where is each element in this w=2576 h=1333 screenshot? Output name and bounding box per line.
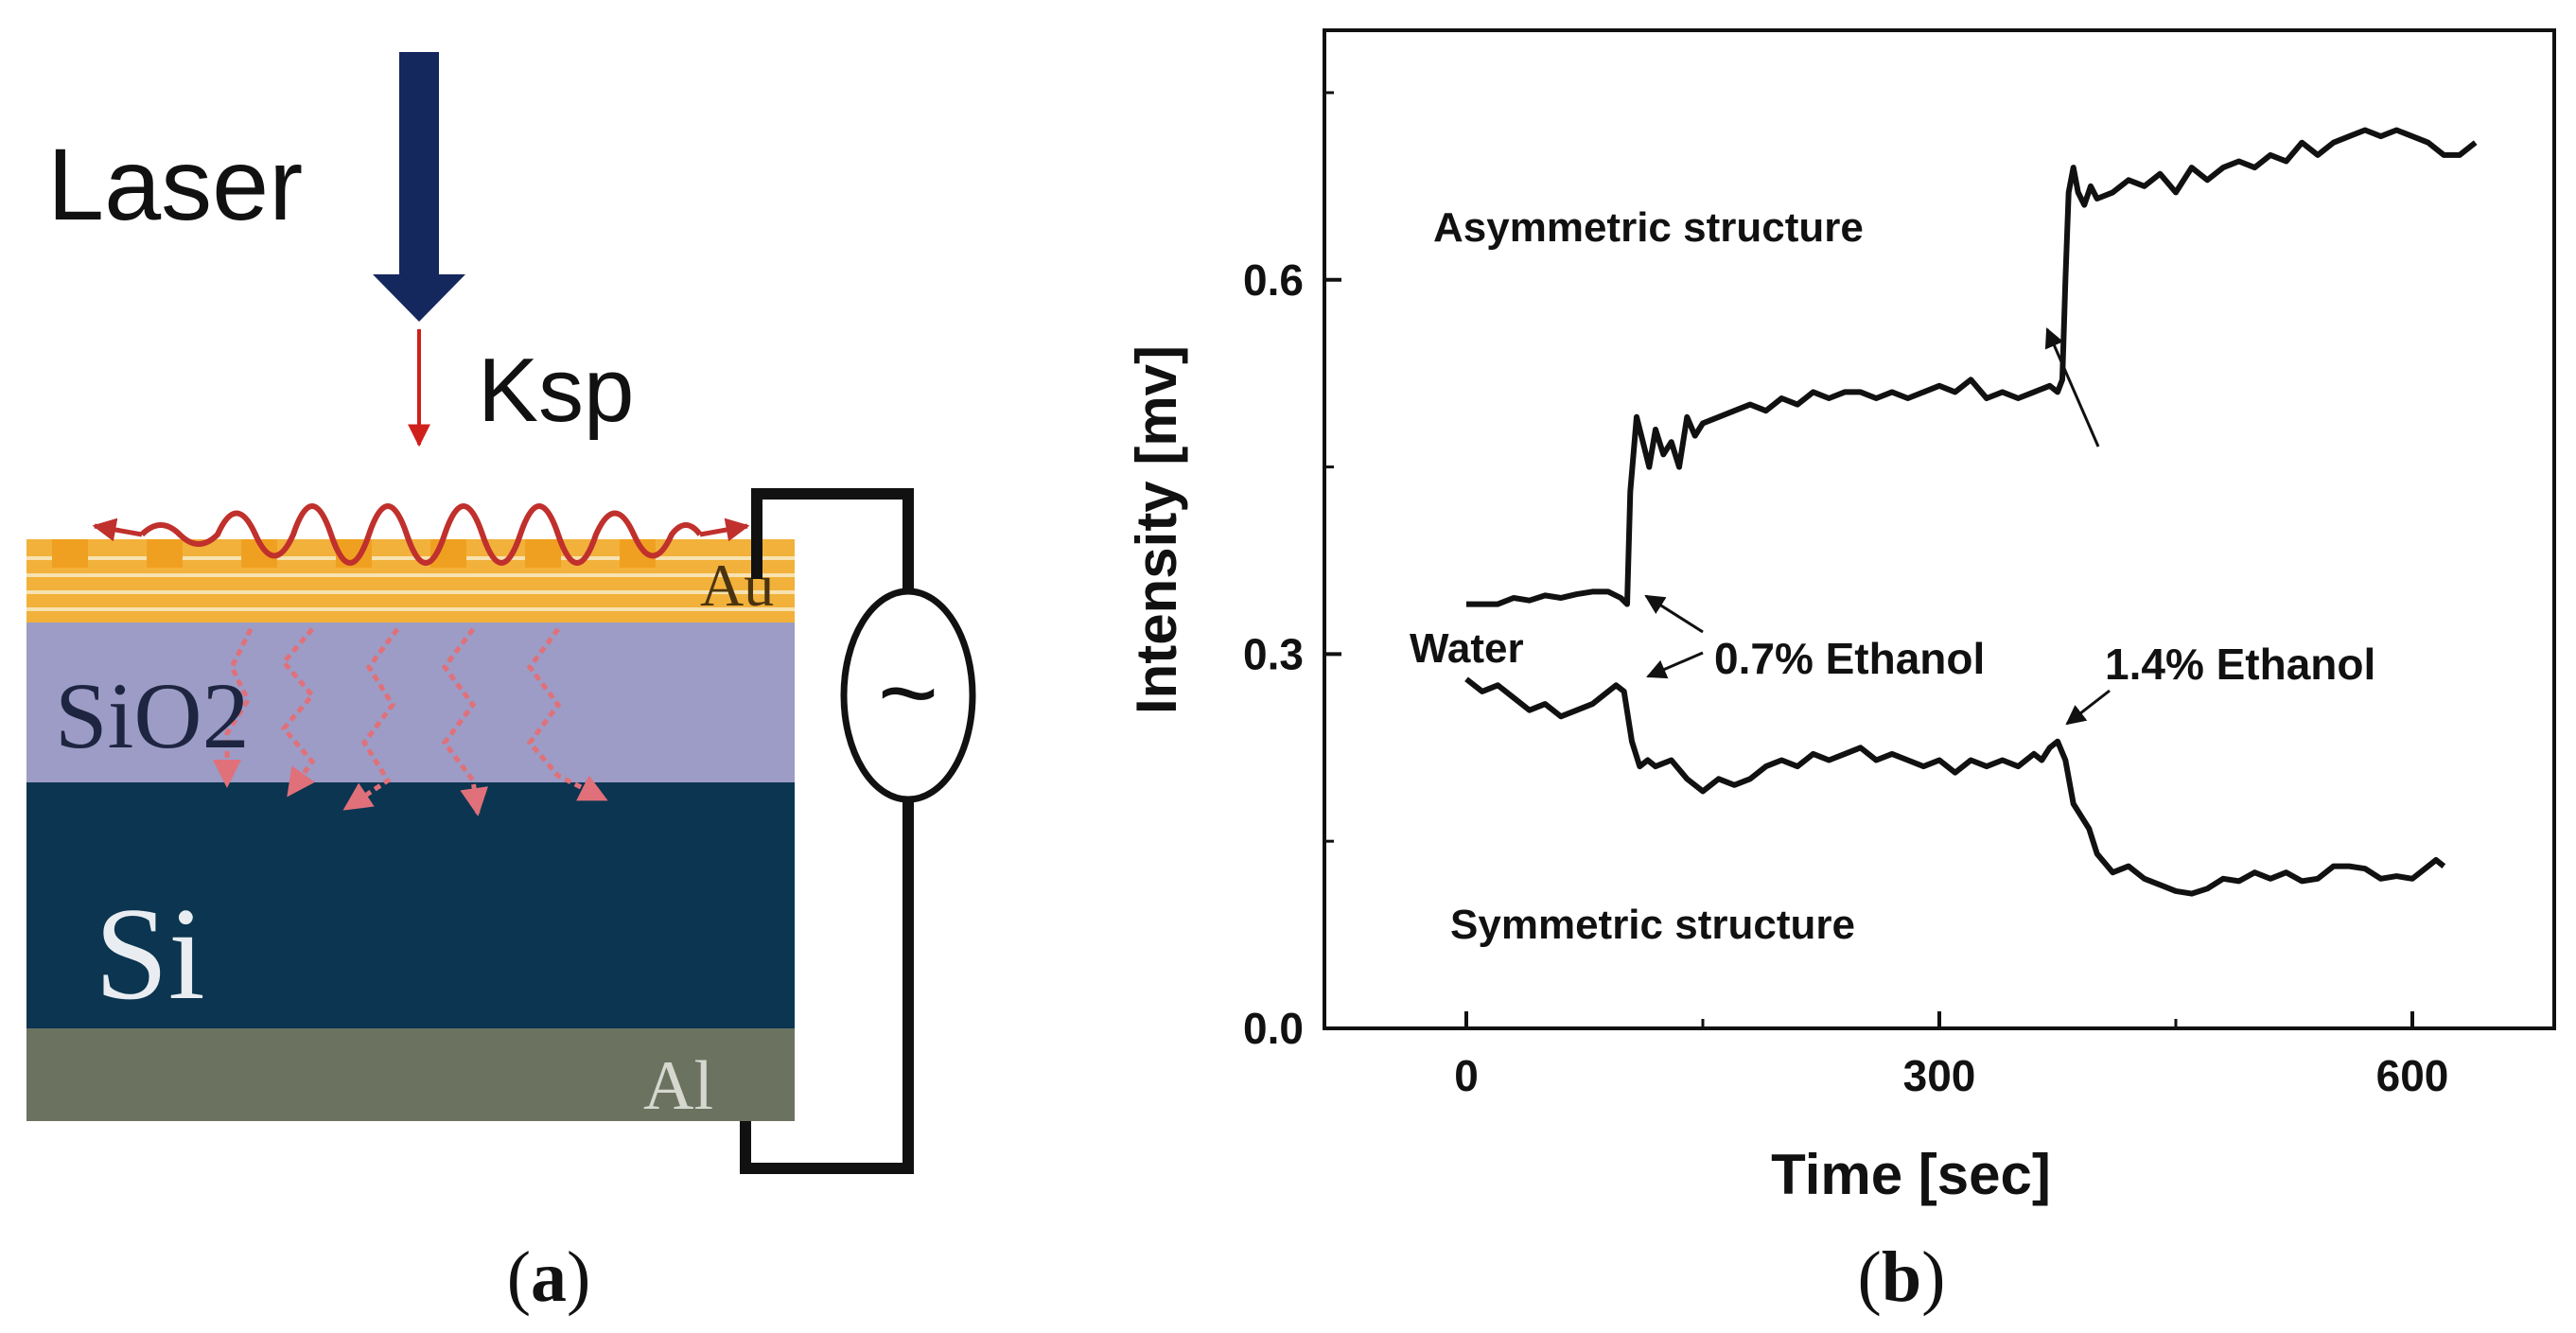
plasmon-arrow-left-icon [92,517,143,542]
si-layer [26,781,795,1028]
panel-b-intensity-chart: 0.0 0.3 0.6 0 300 600 Time [sec] Intensity [… [1125,28,2556,1317]
x-tick-label: 300 [1903,1051,1976,1100]
au-label: Au [700,552,774,619]
y-tick-label: 0.3 [1243,629,1304,678]
y-axis-ticks: 0.0 0.3 0.6 [1243,91,1341,1053]
x-axis-ticks: 0 300 600 [1454,1011,2448,1100]
sio2-layer [26,620,795,782]
x-tick-label: 600 [2376,1051,2449,1100]
hot-electron-emission [213,627,608,816]
panel-a-caption: (a) [507,1237,591,1317]
annotation-ethanol-07: 0.7% Ethanol [1714,634,1985,683]
laser-label: Laser [47,127,303,241]
al-layer [26,1026,795,1121]
sio2-label: SiO2 [55,663,250,768]
arrow-14-lower-icon [2065,689,2111,726]
y-tick-label: 0.0 [1243,1004,1304,1053]
annotation-water: Water [1410,625,1524,672]
annotation-symmetric: Symmetric structure [1450,902,1855,948]
surface-plasmon-wave [139,503,703,566]
si-label: Si [95,881,205,1027]
al-label: Al [643,1047,713,1125]
plasmon-arrow-right-icon [699,517,750,542]
x-axis-title: Time [sec] [1771,1143,2051,1206]
annotation-asymmetric: Asymmetric structure [1433,204,1864,251]
series-line-asymmetric [1466,127,2478,607]
x-tick-label: 0 [1454,1051,1479,1100]
laser-arrow-icon [373,52,465,322]
ksp-label: Ksp [478,340,634,441]
arrow-07-lower-icon [1646,651,1704,679]
arrow-14-upper-icon [2044,327,2100,447]
y-tick-label: 0.6 [1243,255,1304,305]
ac-source-icon: ~ [878,635,938,751]
arrow-07-upper-icon [1644,594,1704,634]
external-circuit [740,488,976,1174]
panel-a-device-schematic: Laser Ksp [26,52,976,1317]
panel-b-caption: (b) [1858,1237,1946,1317]
annotation-arrows [1644,327,2111,726]
annotation-ethanol-14: 1.4% Ethanol [2105,640,2375,689]
series-line-symmetric [1464,676,2446,897]
plot-frame [1323,28,2556,1030]
y-axis-title: Intensity [mv] [1125,345,1188,714]
